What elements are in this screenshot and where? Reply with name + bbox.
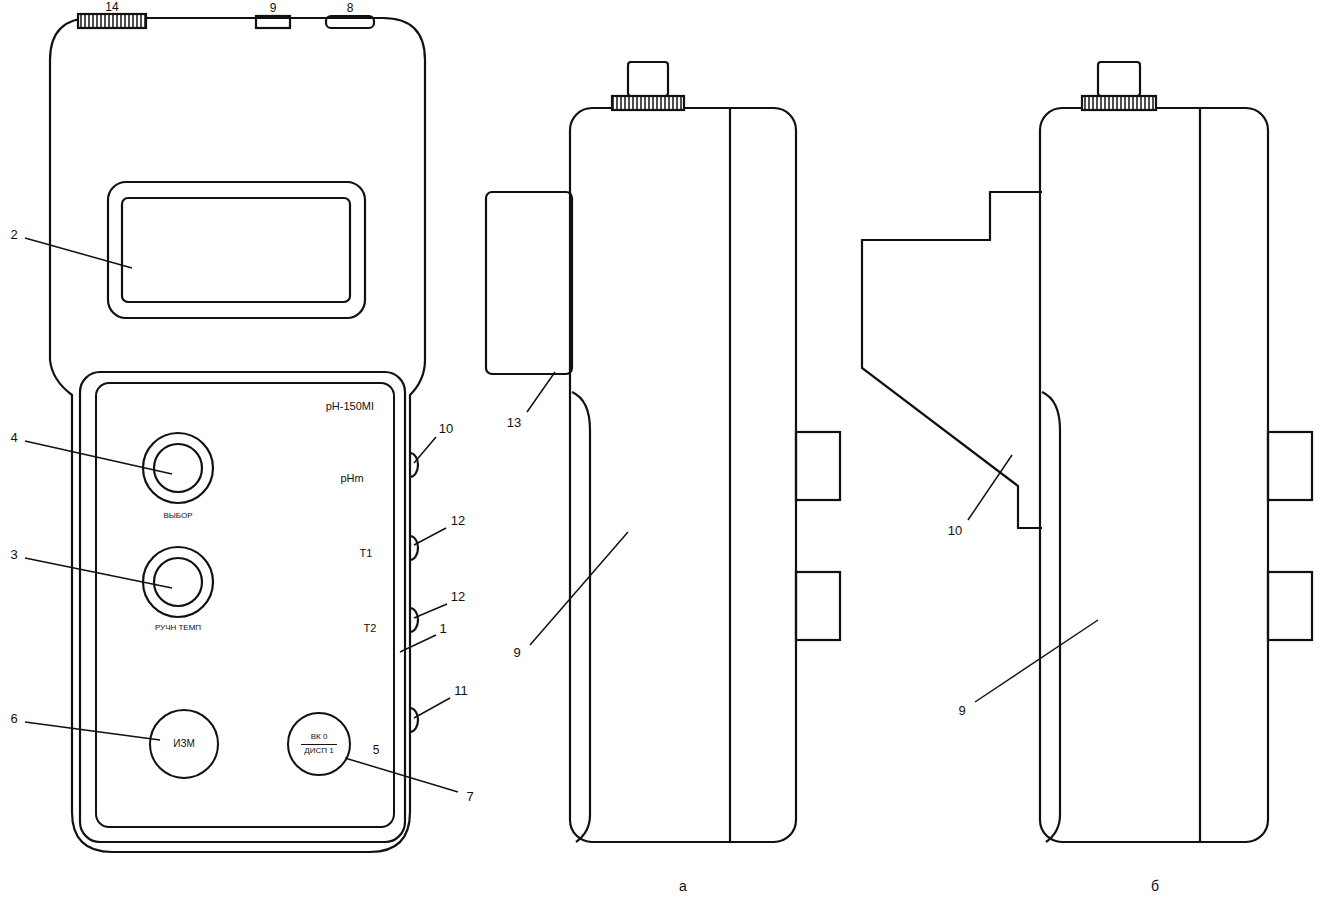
knurled-connector: [1082, 96, 1156, 110]
leader-line: [530, 532, 628, 645]
seam-line: [729, 108, 731, 842]
leader-line: [968, 455, 1012, 520]
callout-number: 9: [513, 646, 520, 659]
pocket: [1042, 392, 1060, 842]
leader-line: [25, 441, 172, 474]
callout-number: 9: [958, 704, 965, 717]
callout-number: 4: [10, 431, 17, 444]
callout-number: 6: [10, 712, 17, 725]
housing-side: [570, 108, 796, 842]
panel-frame: [80, 372, 405, 842]
connector-cap: [1098, 62, 1140, 96]
socket-connector: [326, 16, 374, 28]
leader-line: [414, 528, 446, 545]
leader-line: [414, 604, 447, 618]
leader-line: [345, 758, 458, 792]
socket-connector: [256, 16, 290, 28]
leader-line: [400, 635, 436, 652]
side-key: [796, 572, 840, 640]
housing-outline: [50, 18, 425, 852]
side-key: [410, 708, 418, 732]
leader-line: [25, 558, 172, 588]
side-key: [1268, 572, 1312, 640]
button-text: ИЗМ: [170, 738, 198, 751]
leader-line: [25, 722, 160, 740]
front-view: [50, 14, 425, 852]
side-view-a: [486, 62, 840, 842]
callout-number: 12: [451, 590, 465, 603]
knurled-connector: [612, 96, 684, 110]
leader-lines: [25, 238, 1098, 792]
side-view-b: [862, 62, 1312, 842]
button-cap: [154, 444, 202, 492]
holder-bracket: [862, 192, 1042, 528]
display-bezel: [108, 182, 365, 318]
side-key: [410, 453, 418, 477]
model-name: pH-150MI: [323, 400, 377, 414]
side-key: [410, 536, 418, 560]
key-caption: pHm: [340, 473, 363, 484]
callout-number: 3: [10, 548, 17, 561]
callout-number: 10: [948, 524, 962, 537]
round-button: ИЗМ: [149, 709, 219, 779]
leader-line: [25, 238, 132, 268]
callout-number: 2: [10, 228, 17, 241]
button-text: ДИСП 1: [301, 744, 336, 756]
round-button: ВК 0ДИСП 1: [287, 712, 351, 776]
button-caption: ВЫБОР: [163, 512, 192, 520]
button-ring: [143, 433, 213, 503]
leader-line: [414, 698, 450, 718]
leader-line: [414, 437, 436, 463]
button-cap: [154, 558, 202, 606]
front-panel: pH-150MI ИЗМ ВК 0ДИСП 1: [95, 382, 395, 828]
knurled-connector: [78, 14, 146, 28]
seam-line: [1199, 108, 1201, 842]
callout-number: 10: [439, 422, 453, 435]
pocket: [572, 392, 590, 842]
button-caption: РУЧН ТЕМП: [155, 624, 201, 632]
view-letter: б: [1151, 879, 1159, 893]
key-caption: T1: [360, 548, 373, 559]
connector-cap: [628, 62, 668, 96]
housing-side: [1040, 108, 1268, 842]
key-caption: T2: [364, 623, 377, 634]
button-ring: [143, 547, 213, 617]
clip: [486, 192, 572, 374]
leader-line: [975, 620, 1098, 702]
leader-line: [527, 372, 555, 412]
callout-number: 11: [454, 684, 468, 697]
callout-number: 14: [105, 1, 118, 13]
callout-number: 5: [373, 744, 380, 756]
callout-number: 1: [439, 622, 446, 635]
button-text: ВК 0: [308, 733, 331, 744]
display-screen: [122, 198, 350, 302]
side-key: [796, 432, 840, 500]
callout-number: 12: [451, 514, 465, 527]
callout-number: 13: [507, 416, 521, 429]
side-key: [1268, 432, 1312, 500]
side-key: [410, 608, 418, 632]
view-letter: а: [679, 879, 687, 893]
callout-number: 7: [466, 790, 473, 803]
callout-number: 8: [347, 2, 354, 14]
callout-number: 9: [270, 2, 277, 14]
